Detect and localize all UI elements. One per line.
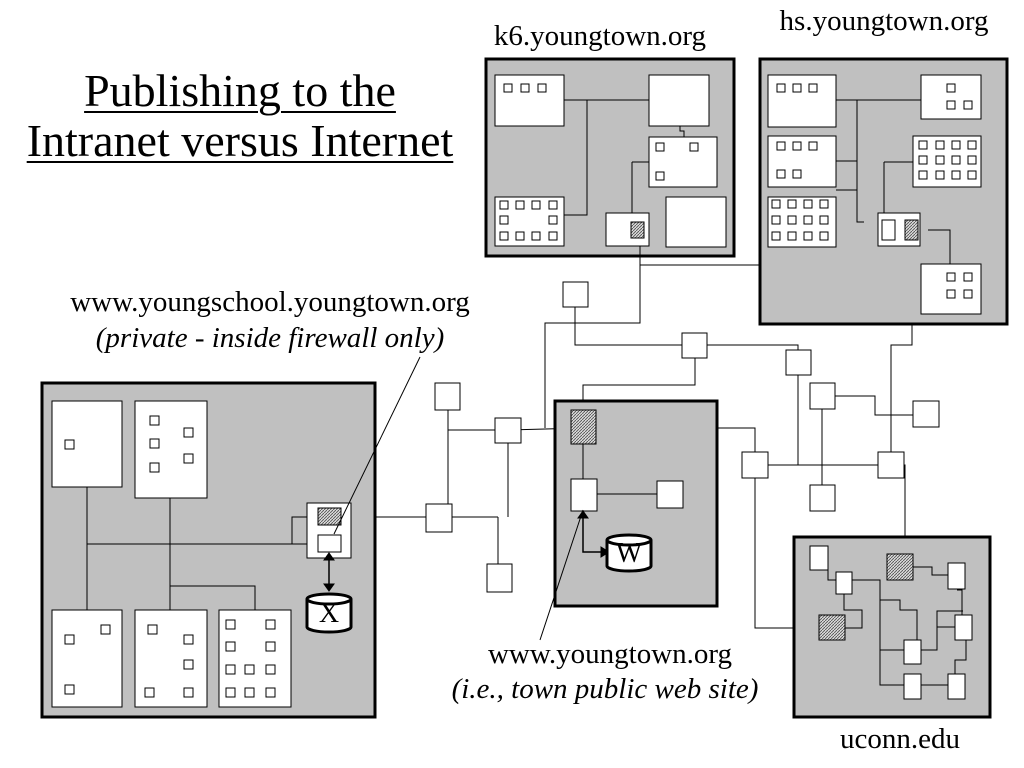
k6-network — [484, 57, 736, 258]
youngschool-note-label: (private - inside firewall only) — [95, 322, 445, 354]
uconn-network-label: uconn.edu — [840, 723, 960, 755]
database-x-icon — [305, 592, 353, 634]
database-w-label: W — [615, 538, 643, 569]
youngschool-host-label: www.youngschool.youngtown.org — [70, 286, 470, 318]
database-x-label: X — [318, 598, 340, 629]
internet-routers — [425, 281, 940, 593]
page-title-line2: Intranet versus Internet — [26, 115, 454, 166]
youngschool-network — [40, 381, 377, 719]
page-title-line1: Publishing to the — [84, 65, 396, 116]
k6-network-label: k6.youngtown.org — [493, 20, 707, 52]
hs-network — [758, 57, 1009, 326]
hs-network-label: hs.youngtown.org — [779, 5, 989, 37]
youngtown-note-label: (i.e., town public web site) — [451, 673, 759, 705]
label-pointers — [333, 356, 584, 641]
uconn-network — [792, 535, 992, 719]
youngtown-host-label: www.youngtown.org — [487, 638, 733, 670]
database-w-icon — [605, 533, 653, 573]
youngtown-network — [553, 399, 719, 608]
page-title: Publishing to the Intranet versus Intern… — [0, 68, 480, 164]
